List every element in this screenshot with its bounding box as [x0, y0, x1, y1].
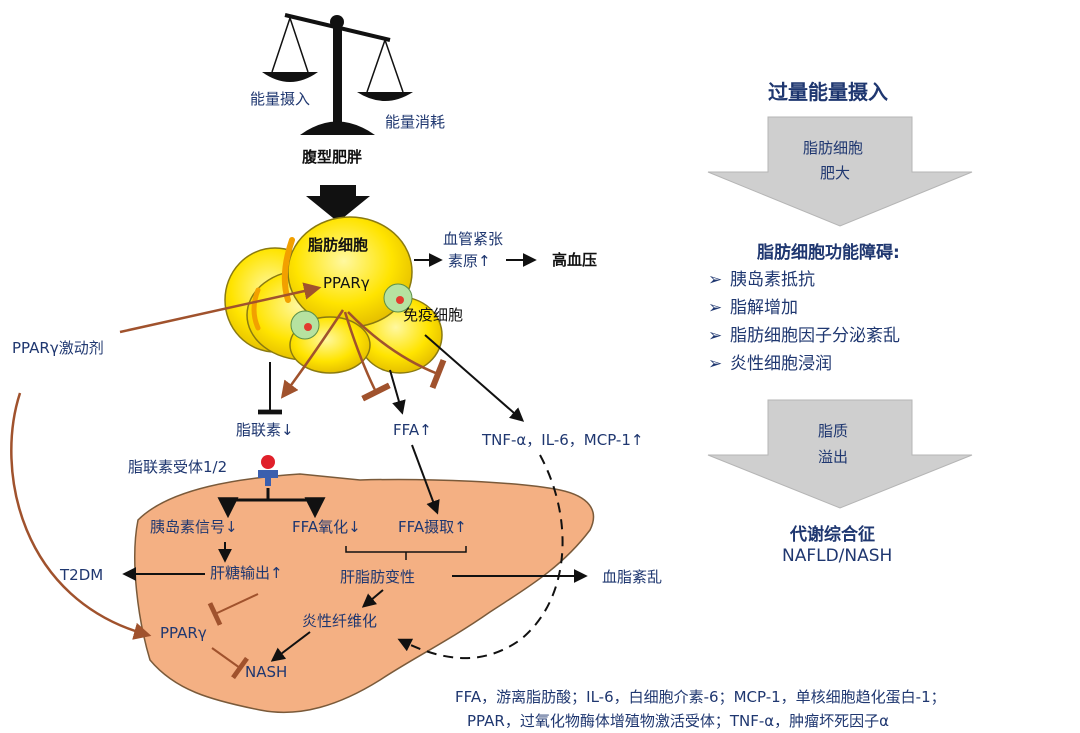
ffa-oxidation-label: FFA氧化↓ [292, 518, 361, 536]
bullet-arrow-icon: ➢ [708, 326, 723, 346]
bullet-arrow-icon: ➢ [708, 270, 723, 290]
immune-cell-label: 免疫细胞 [403, 306, 463, 324]
dyslipidemia-label: 血脂紊乱 [602, 568, 662, 586]
arrow2-line1: 脂质 [818, 422, 848, 440]
list-item: ➢脂解增加 [708, 294, 900, 322]
angiotensinogen-label-1: 血管紧张 [443, 230, 503, 248]
obesity-down-arrow [306, 185, 370, 222]
sidebar-title: 过量能量摄入 [768, 80, 888, 104]
ppar-inhibit-immune-line [347, 311, 447, 390]
adiponectin-receptor-label: 脂联素受体1/2 [128, 458, 227, 476]
legend-line-1: FFA，游离脂肪酸；IL-6，白细胞介素-6；MCP-1，单核细胞趋化蛋白-1； [455, 688, 946, 706]
list-item: ➢胰岛素抵抗 [708, 266, 900, 294]
ppar-inhibit-glucose-line [207, 593, 259, 626]
hypertrophy-down-arrow [707, 116, 973, 227]
angiotensinogen-label-2: 素原↑ [448, 252, 491, 270]
adipocyte-ppar-label: PPARγ [323, 274, 370, 292]
list-item: ➢炎性细胞浸润 [708, 350, 900, 378]
bullet-arrow-icon: ➢ [708, 354, 723, 374]
arrow1-line2: 肥大 [820, 164, 850, 182]
ppar-inhibit-nash-line [211, 647, 249, 680]
ffa-uptake-label: FFA摄取↑ [398, 518, 467, 536]
energy-intake-label: 能量摄入 [250, 90, 310, 108]
receptor-branch [228, 488, 315, 502]
agonist-to-liver-arrow [10, 392, 152, 640]
steatosis-to-fibrosis-arrow [361, 589, 384, 608]
abdominal-obesity-label: 腹型肥胖 [302, 148, 362, 166]
balance-scale-icon [262, 13, 413, 135]
bullet-arrow-icon: ➢ [708, 298, 723, 318]
steatosis-bracket [345, 546, 467, 560]
syndrome-subtitle: NAFLD/NASH [782, 546, 893, 566]
energy-expenditure-label: 能量消耗 [385, 113, 445, 131]
t2dm-label: T2DM [59, 566, 103, 584]
receptor-icon [258, 455, 278, 486]
inflammation-fibrosis-label: 炎性纤维化 [302, 612, 377, 630]
nash-label: NASH [245, 663, 287, 681]
fibrosis-to-nash-arrow [270, 631, 311, 662]
spillover-down-arrow [707, 399, 973, 509]
insulin-signal-label: 胰岛素信号↓ [150, 518, 238, 536]
arrow2-line2: 溢出 [818, 448, 848, 466]
abbreviation-legend: FFA，游离脂肪酸；IL-6，白细胞介素-6；MCP-1，单核细胞趋化蛋白-1；… [455, 685, 946, 733]
cytokines-to-fibrosis-arrow [397, 454, 564, 659]
agonist-to-adipocyte-arrow [119, 282, 322, 334]
ppar-inhibit-ffa-line [343, 311, 391, 402]
ppar-agonist-label: PPARγ激动剂 [12, 339, 104, 357]
steatosis-label: 肝脂肪变性 [340, 568, 415, 586]
adipocyte-to-ffa-arrow [389, 369, 406, 415]
dysfunction-list: ➢胰岛素抵抗 ➢脂解增加 ➢脂肪细胞因子分泌紊乱 ➢炎性细胞浸润 [708, 266, 900, 378]
cytokines-label: TNF-α，IL-6，MCP-1↑ [481, 431, 643, 449]
glucose-output-label: 肝糖输出↑ [210, 564, 283, 582]
legend-line-2: PPAR，过氧化物酶体增殖物激活受体；TNF-α，肿瘤坏死因子α [467, 712, 890, 730]
ffa-to-uptake-arrow [411, 444, 440, 515]
adiponectin-label: 脂联素↓ [236, 421, 294, 439]
hypertension-label: 高血压 [552, 251, 597, 269]
liver-shape [134, 473, 595, 714]
ffa-label: FFA↑ [393, 421, 432, 439]
liver-ppar-label: PPARγ [160, 624, 207, 642]
dysfunction-title: 脂肪细胞功能障碍: [757, 243, 900, 263]
adipocyte-title: 脂肪细胞 [308, 236, 368, 254]
list-item: ➢脂肪细胞因子分泌紊乱 [708, 322, 900, 350]
syndrome-title: 代谢综合征 [790, 525, 875, 545]
arrow1-line1: 脂肪细胞 [803, 139, 863, 157]
ppar-to-adiponectin-arrow [280, 309, 345, 399]
immune-to-cytokines-arrow [424, 334, 525, 422]
